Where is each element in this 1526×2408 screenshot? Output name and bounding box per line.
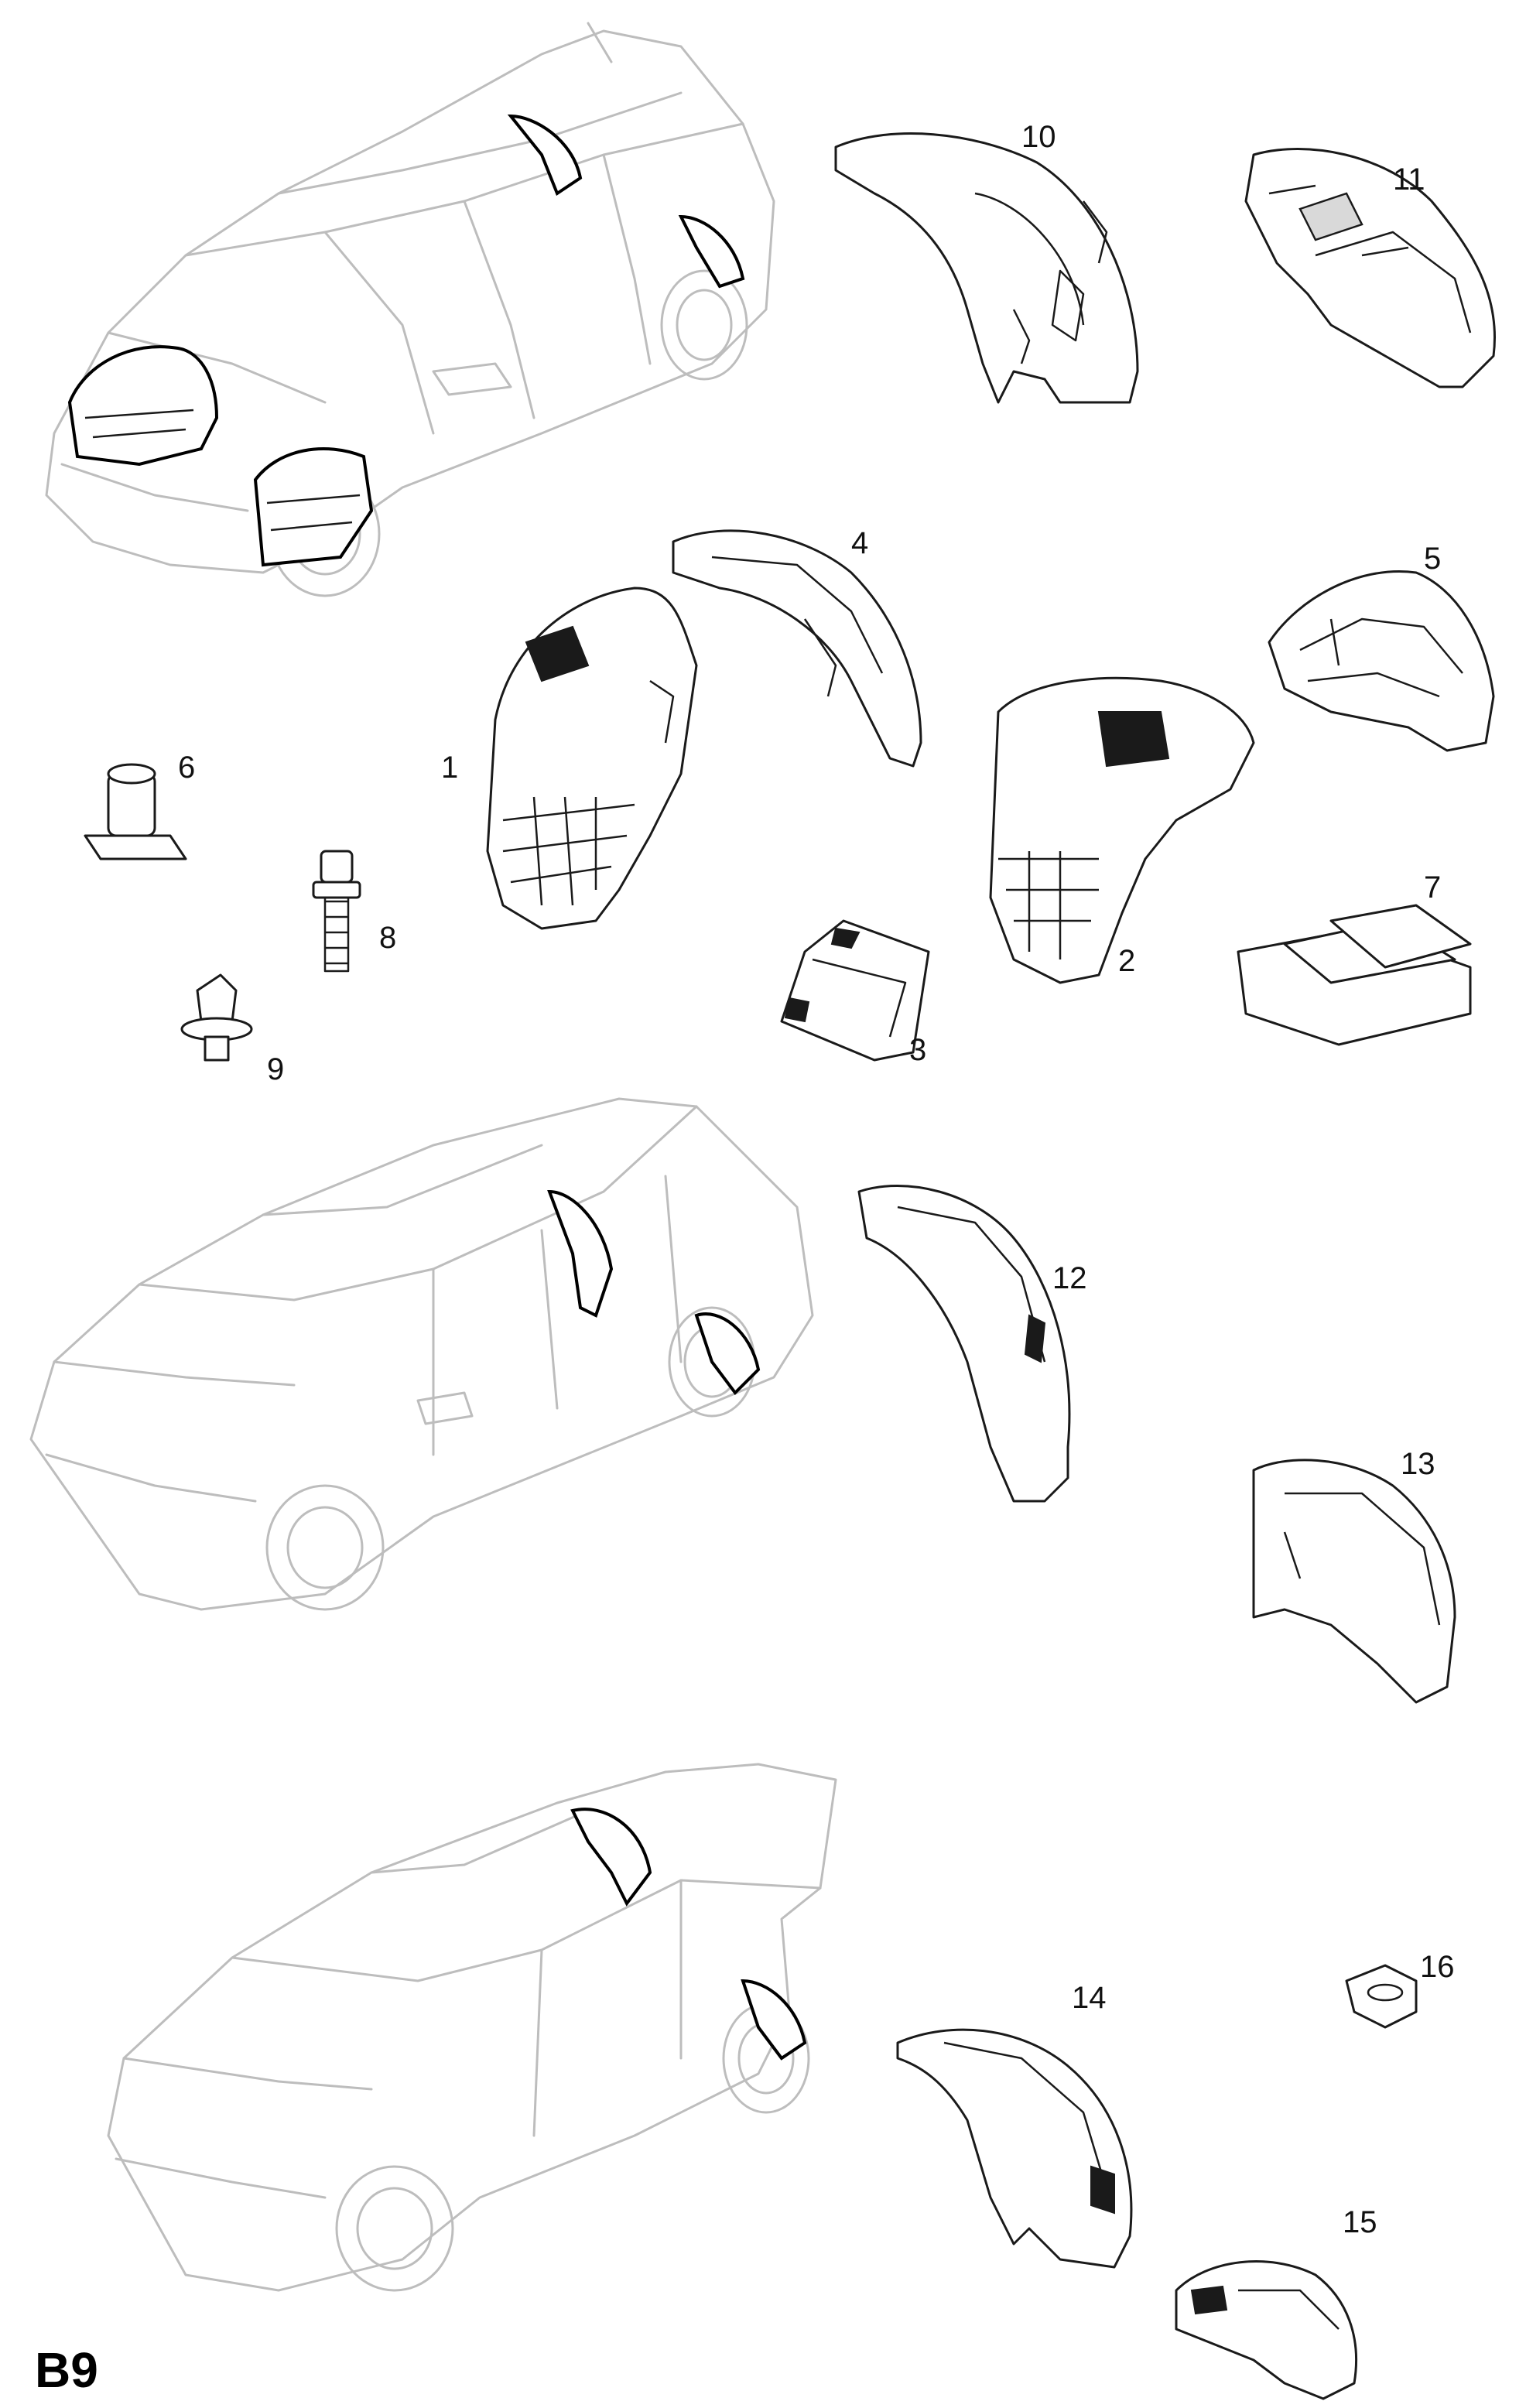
car-wagon-icon bbox=[29, 1097, 814, 1611]
part-2-front-liner bbox=[989, 676, 1255, 984]
part-10-rear-liner bbox=[834, 132, 1139, 404]
callout-16: 16 bbox=[1420, 1950, 1455, 1984]
part-1-front-liner bbox=[486, 587, 698, 930]
callout-4: 4 bbox=[851, 526, 868, 560]
part-13-rear-liner bbox=[1252, 1459, 1456, 1704]
part-12-rear-liner bbox=[857, 1185, 1071, 1503]
callout-9: 9 bbox=[267, 1052, 284, 1086]
callout-5: 5 bbox=[1424, 542, 1441, 576]
part-15-rear-liner bbox=[1175, 2260, 1358, 2400]
part-3-cover-plate bbox=[780, 919, 930, 1062]
part-6-clip bbox=[84, 763, 187, 860]
part-11-rear-liner bbox=[1244, 148, 1496, 388]
callout-13: 13 bbox=[1401, 1447, 1435, 1481]
callout-14: 14 bbox=[1072, 1981, 1107, 2015]
sheet-code: B9 bbox=[35, 2342, 98, 2398]
callout-2: 2 bbox=[1118, 944, 1135, 978]
part-8-bolt bbox=[312, 850, 361, 973]
callout-11: 11 bbox=[1393, 162, 1425, 197]
callout-8: 8 bbox=[379, 921, 396, 955]
part-16-nut bbox=[1345, 1964, 1418, 2029]
callout-3: 3 bbox=[909, 1033, 926, 1067]
callout-10: 10 bbox=[1021, 120, 1056, 154]
callout-12: 12 bbox=[1052, 1261, 1087, 1295]
car-sedan-icon bbox=[107, 1763, 837, 2292]
part-14-rear-liner bbox=[896, 2028, 1133, 2269]
callout-1: 1 bbox=[441, 751, 458, 785]
car-hatchback-icon bbox=[45, 22, 775, 597]
part-4-front-liner bbox=[672, 529, 922, 768]
part-9-push-rivet bbox=[180, 973, 253, 1062]
callout-7: 7 bbox=[1424, 871, 1441, 905]
part-7-pad-set bbox=[1237, 904, 1472, 1046]
part-5-front-liner bbox=[1268, 570, 1495, 752]
callout-6: 6 bbox=[178, 751, 195, 785]
callout-15: 15 bbox=[1343, 2205, 1377, 2239]
callout-labels: 1 2 3 4 5 6 7 8 9 10 11 12 13 14 15 16 bbox=[178, 120, 1455, 2239]
